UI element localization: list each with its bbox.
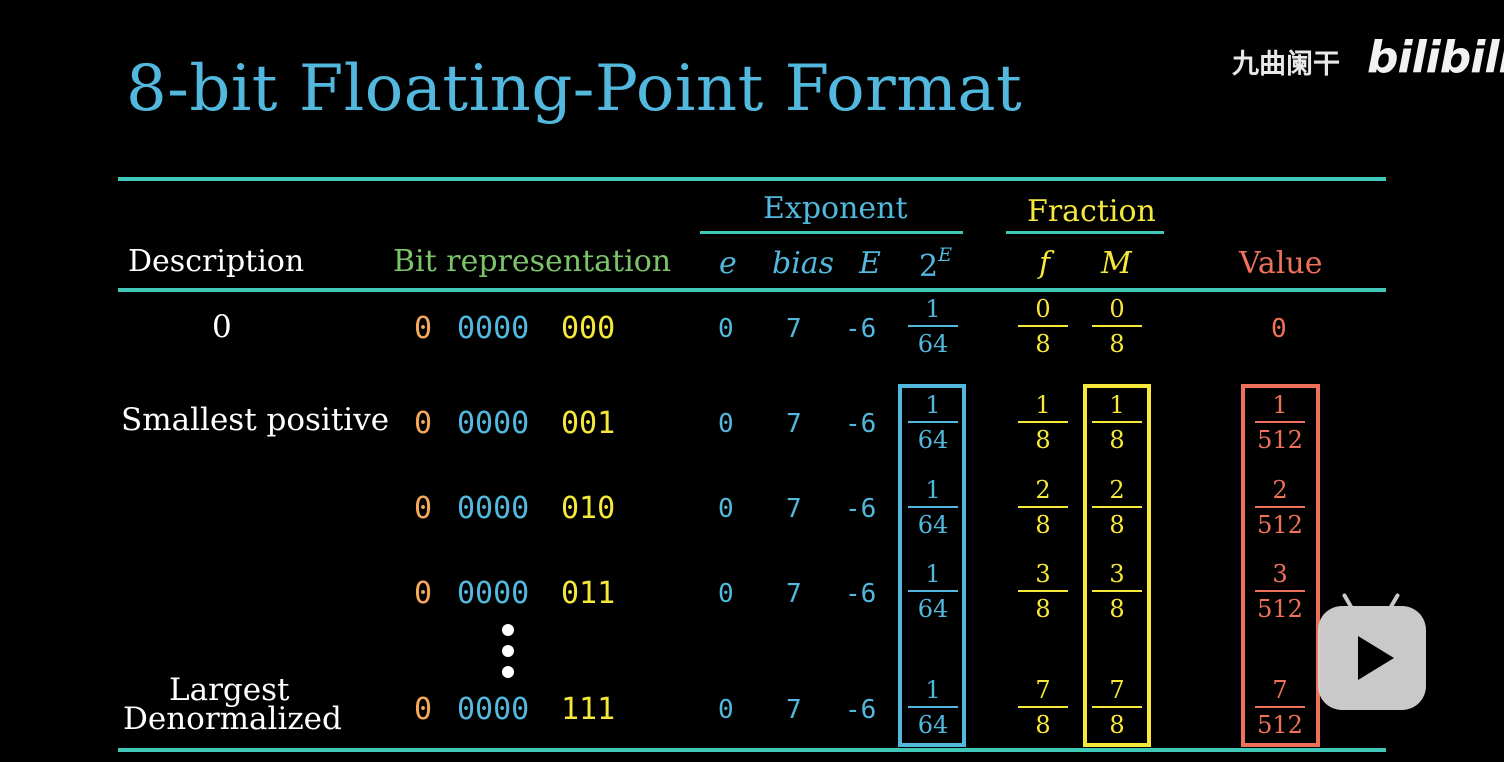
E-value: -6 bbox=[845, 579, 877, 609]
row-description-line1: Largest bbox=[169, 672, 290, 708]
E-value: -6 bbox=[845, 494, 877, 524]
e-value: 0 bbox=[718, 494, 734, 524]
e-value: 0 bbox=[718, 314, 734, 344]
exponent-bits: 0000 bbox=[457, 311, 530, 346]
ellipsis-dot bbox=[502, 666, 514, 678]
exponent-bits: 0000 bbox=[457, 406, 530, 441]
value: 0 bbox=[1271, 314, 1287, 344]
description-header: Description bbox=[128, 244, 305, 279]
e-value: 0 bbox=[718, 579, 734, 609]
fraction-bits: 000 bbox=[561, 311, 616, 346]
M-highlight-box bbox=[1083, 384, 1151, 747]
exponent-bits: 0000 bbox=[457, 692, 530, 727]
play-button-antenna bbox=[1383, 592, 1401, 618]
ellipsis-dot bbox=[502, 624, 514, 636]
exponent-header: Exponent bbox=[763, 191, 908, 226]
header-bottom-rule bbox=[118, 288, 1386, 292]
play-icon bbox=[1358, 636, 1394, 680]
play-button[interactable] bbox=[1318, 592, 1426, 710]
bias-header: bias bbox=[772, 246, 835, 281]
fraction-bits: 001 bbox=[561, 406, 616, 441]
sign-bit: 0 bbox=[414, 491, 433, 526]
pow2-highlight-box bbox=[898, 384, 966, 747]
fraction-bits: 111 bbox=[561, 692, 616, 727]
bilibili-logo: bilibili bbox=[1367, 32, 1504, 83]
two-pow-E-header: 2E bbox=[919, 244, 952, 284]
sign-bit: 0 bbox=[414, 311, 433, 346]
M-header: M bbox=[1101, 246, 1132, 281]
table-bottom-rule bbox=[118, 748, 1386, 752]
exponent-group-rule bbox=[700, 231, 963, 234]
e-value: 0 bbox=[718, 409, 734, 439]
row-description-line2: Denormalized bbox=[123, 701, 342, 737]
table-top-rule bbox=[118, 177, 1386, 181]
bias-value: 7 bbox=[786, 579, 802, 609]
row-description: Smallest positive bbox=[121, 402, 390, 438]
bias-value: 7 bbox=[786, 314, 802, 344]
watermark-text: 九曲阑干 bbox=[1232, 49, 1340, 80]
e-value: 0 bbox=[718, 695, 734, 725]
sign-bit: 0 bbox=[414, 692, 433, 727]
bias-value: 7 bbox=[786, 409, 802, 439]
fraction-group-rule bbox=[1006, 231, 1164, 234]
exponent-bits: 0000 bbox=[457, 576, 530, 611]
play-button-antenna bbox=[1341, 592, 1359, 618]
fraction-bits: 010 bbox=[561, 491, 616, 526]
sign-bit: 0 bbox=[414, 406, 433, 441]
E-header: E bbox=[859, 246, 881, 281]
E-value: -6 bbox=[845, 409, 877, 439]
value-header: Value bbox=[1239, 246, 1323, 281]
fraction-header: Fraction bbox=[1027, 194, 1156, 229]
f-header: f bbox=[1039, 246, 1051, 281]
page-title: 8-bit Floating-Point Format bbox=[126, 52, 1023, 126]
E-value: -6 bbox=[845, 314, 877, 344]
fraction-bits: 011 bbox=[561, 576, 616, 611]
bias-value: 7 bbox=[786, 494, 802, 524]
value-highlight-box bbox=[1241, 384, 1320, 747]
exponent-bits: 0000 bbox=[457, 491, 530, 526]
bias-value: 7 bbox=[786, 695, 802, 725]
e-header: e bbox=[719, 246, 737, 281]
E-value: -6 bbox=[845, 695, 877, 725]
ellipsis-dot bbox=[502, 645, 514, 657]
bits-header: Bit representation bbox=[393, 244, 672, 279]
row-description: 0 bbox=[212, 309, 232, 345]
sign-bit: 0 bbox=[414, 576, 433, 611]
